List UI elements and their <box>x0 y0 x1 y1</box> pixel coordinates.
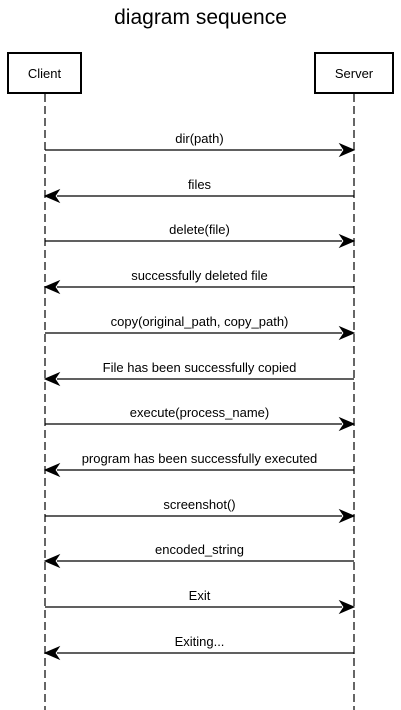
arrowhead-icon <box>338 599 356 615</box>
participant-server-box: Server <box>314 52 394 94</box>
arrowhead-icon <box>338 508 356 524</box>
arrowhead-icon <box>43 371 61 387</box>
message-label: delete(file) <box>169 222 230 237</box>
arrowhead-icon <box>338 416 356 432</box>
message-label: File has been successfully copied <box>102 360 297 375</box>
message-label: program has been successfully executed <box>81 451 318 466</box>
arrowhead-icon <box>338 142 356 158</box>
message-label: successfully deleted file <box>131 268 268 283</box>
message-label: screenshot() <box>163 497 236 512</box>
arrowhead-icon <box>43 553 61 569</box>
message-label: encoded_string <box>155 542 244 557</box>
message-label: files <box>187 177 212 192</box>
message-label: execute(process_name) <box>129 405 270 420</box>
arrowhead-icon <box>43 645 61 661</box>
arrowhead-icon <box>43 279 61 295</box>
message-label: dir(path) <box>175 131 224 146</box>
participant-client-box: Client <box>7 52 82 94</box>
diagram-title: diagram sequence <box>114 6 287 29</box>
participant-client-label: Client <box>27 65 62 81</box>
arrowhead-icon <box>43 462 61 478</box>
message-label: Exiting... <box>174 634 225 649</box>
arrowhead-icon <box>338 325 356 341</box>
arrowhead-icon <box>43 188 61 204</box>
participant-server-label: Server <box>334 65 374 81</box>
message-label: copy(original_path, copy_path) <box>110 314 289 329</box>
arrowhead-icon <box>338 233 356 249</box>
message-label: Exit <box>188 588 211 603</box>
